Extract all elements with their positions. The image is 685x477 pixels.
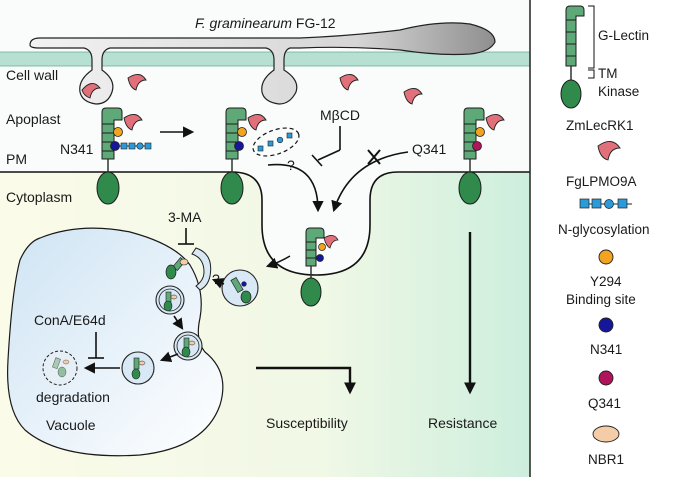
legend-glycan-icon	[579, 198, 632, 209]
receptor-n341-cleaved	[220, 107, 267, 205]
label-cona-e64d: ConA/E64d	[34, 312, 106, 328]
legend-g-lectin: G-Lectin	[598, 28, 649, 43]
legend-fglpmo9a-icon	[597, 141, 621, 161]
autophagosome-1	[155, 285, 185, 315]
plasma-membrane	[0, 171, 530, 276]
effector-fglpmo9a	[81, 74, 423, 105]
legend-zmlecrk1: ZmLecRK1	[566, 118, 634, 133]
legend-zmlecrk1-icon	[560, 5, 585, 109]
label-resistance: Resistance	[428, 415, 497, 431]
cell-wall-band	[0, 52, 530, 66]
n341-site	[110, 141, 120, 151]
hypha-title: F. graminearum FG-12	[195, 15, 336, 31]
receptor-in-phagophore	[165, 256, 189, 280]
degrading-vesicle	[42, 350, 78, 386]
autolysosome	[121, 351, 155, 385]
legend-y294: Y294	[590, 274, 622, 289]
label-q341: Q341	[412, 141, 446, 157]
legend-binding-site: Binding site	[566, 292, 636, 307]
legend-n341: N341	[590, 342, 622, 357]
question-mark-1: ?	[287, 157, 295, 173]
label-pm: PM	[6, 151, 27, 167]
legend-y294-icon	[598, 249, 614, 265]
autophagosome-2	[173, 331, 203, 361]
fungal-hypha	[29, 22, 496, 105]
legend-q341: Q341	[588, 396, 621, 411]
legend-q341-icon	[598, 370, 614, 386]
label-3ma: 3-MA	[168, 209, 202, 225]
legend-nglyco: N-glycosylation	[558, 222, 650, 237]
legend-tm: TM	[598, 66, 618, 81]
label-cell-wall: Cell wall	[6, 67, 58, 83]
label-vacuole: Vacuole	[46, 417, 96, 433]
endocytosed-receptor	[300, 227, 339, 307]
label-mbcd: MβCD	[320, 107, 360, 123]
receptor-q341	[458, 107, 505, 205]
label-degradation: degradation	[36, 389, 110, 405]
question-mark-2: ?	[212, 271, 220, 287]
label-n341: N341	[60, 141, 94, 157]
legend-kinase: Kinase	[598, 84, 639, 99]
phagophore	[191, 247, 212, 291]
y294-site	[113, 127, 123, 137]
label-apoplast: Apoplast	[6, 111, 61, 127]
legend-n341-icon	[598, 317, 614, 333]
legend-fglpmo9a: FgLPMO9A	[566, 174, 637, 189]
endocytic-vesicle	[221, 269, 259, 307]
legend-nbr1: NBR1	[588, 452, 624, 467]
legend-panel	[531, 0, 685, 477]
legend-nbr1-icon	[592, 425, 620, 443]
label-cytoplasm: Cytoplasm	[6, 189, 72, 205]
vacuole	[7, 227, 224, 457]
released-glycan	[252, 127, 300, 157]
receptor-n341-left	[96, 107, 152, 205]
label-susceptibility: Susceptibility	[266, 415, 348, 431]
